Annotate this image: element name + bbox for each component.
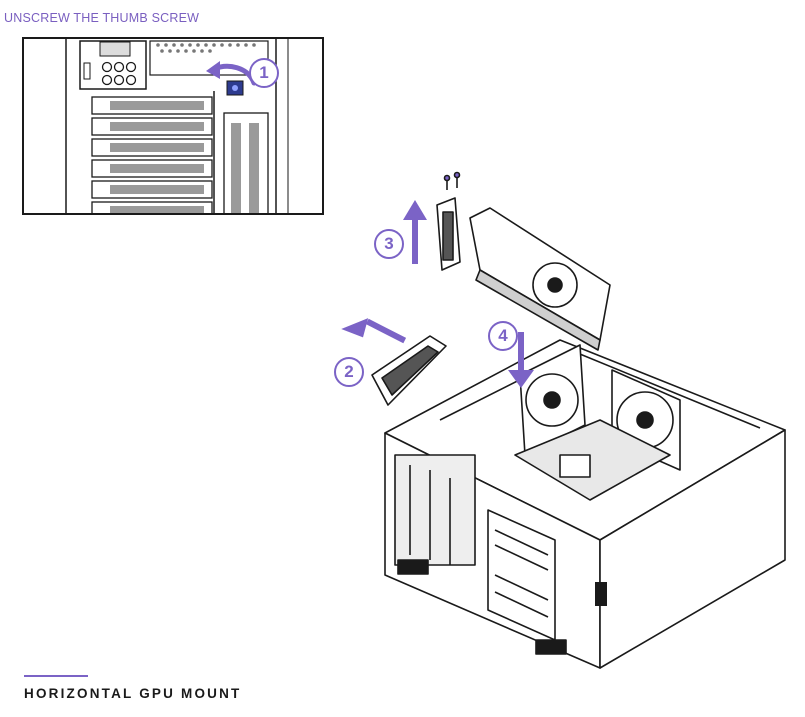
footer-accent-rule: [24, 675, 88, 677]
step-1-marker: 1: [249, 58, 279, 88]
step-4-marker: 4: [488, 321, 518, 351]
step-3-marker: 3: [374, 229, 404, 259]
section-title: HORIZONTAL GPU MOUNT: [24, 686, 242, 701]
rear-panel-inset: 1: [22, 37, 324, 215]
step-2-marker: 2: [334, 357, 364, 387]
rear-panel-illustration: [24, 39, 322, 213]
inset-title: UNSCREW THE THUMB SCREW: [4, 11, 200, 25]
